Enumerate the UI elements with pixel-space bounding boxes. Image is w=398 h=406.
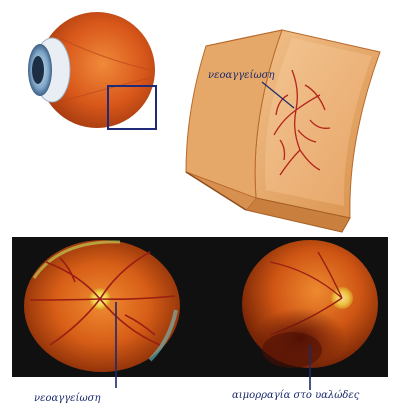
photo-label-vitreous-hemorrhage: αιμορραγία στο υαλώδες (232, 390, 360, 401)
photo-label-neovascularization: νεοαγγείωση (34, 393, 100, 404)
eyeball-illustration (28, 12, 155, 128)
diagram-label-neovascularization: νεοαγγείωση (208, 70, 274, 81)
retina-cross-section (186, 30, 380, 232)
fundus-photo-left (24, 240, 180, 372)
